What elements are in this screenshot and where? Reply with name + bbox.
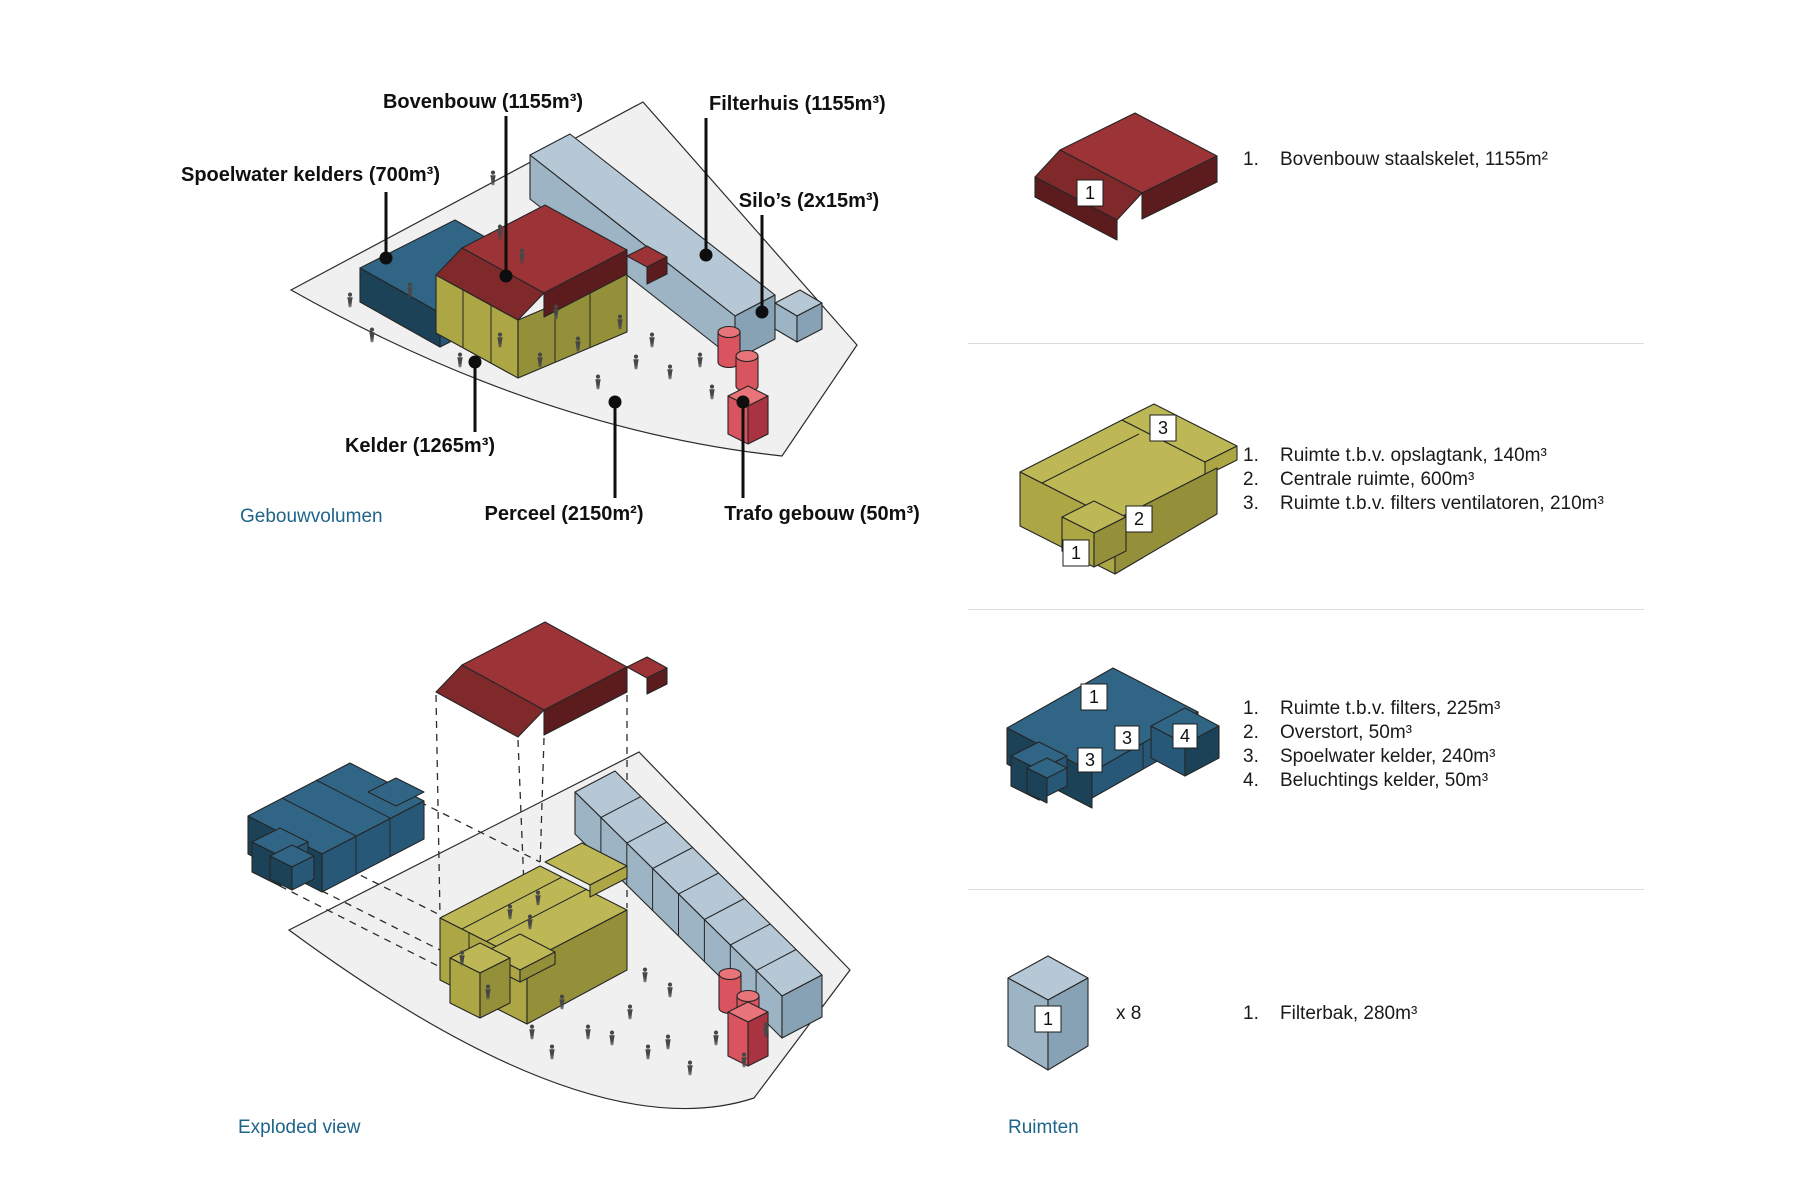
- leader-lines: [379, 116, 769, 498]
- legend-shape-bovenbouw: 1: [1034, 112, 1218, 241]
- svg-text:4: 4: [1180, 726, 1190, 746]
- label-bovenbouw: Bovenbouw (1155m³): [383, 91, 583, 113]
- svg-text:1: 1: [1089, 687, 1099, 707]
- svg-text:1: 1: [1071, 543, 1081, 563]
- svg-text:2: 2: [1134, 509, 1144, 529]
- legend-item: 1.Ruimte t.b.v. opslagtank, 140m³: [1243, 445, 1547, 466]
- legend-shape-filterbak: 1: [1007, 955, 1089, 1071]
- legend-item: 1.Ruimte t.b.v. filters, 225m³: [1243, 698, 1501, 719]
- badge-3a: 3: [1114, 725, 1140, 751]
- multiplier-x8: x 8: [1116, 1003, 1142, 1024]
- bovenbouw-roof-floating: [435, 621, 668, 738]
- label-filterhuis: Filterhuis (1155m³): [709, 93, 886, 115]
- legend-item: 3.Ruimte t.b.v. filters ventilatoren, 21…: [1243, 493, 1604, 514]
- svg-text:3: 3: [1158, 418, 1168, 438]
- label-trafo: Trafo gebouw (50m³): [724, 503, 920, 525]
- legend-item: 1.Filterbak, 280m³: [1243, 1003, 1418, 1024]
- legend-shape-blue-rooms: 1 3 3 4: [1006, 667, 1220, 809]
- badge-1: 1: [1034, 1005, 1062, 1033]
- legend-item: 3.Spoelwater kelder, 240m³: [1243, 746, 1496, 767]
- divider: [968, 343, 1644, 344]
- scene-gebouwvolumen: Bovenbouw (1155m³) Filterhuis (1155m³) S…: [181, 91, 920, 525]
- kelder-interior: [439, 842, 628, 1025]
- caption-exploded-view: Exploded view: [238, 1117, 361, 1138]
- divider: [968, 609, 1644, 610]
- badge-2: 2: [1125, 505, 1153, 533]
- divider: [968, 889, 1644, 890]
- svg-text:3: 3: [1085, 750, 1095, 770]
- bovenbouw-volume: [435, 204, 668, 321]
- svg-text:3: 3: [1122, 728, 1132, 748]
- legend-item: 4.Beluchtings kelder, 50m³: [1243, 770, 1489, 791]
- badge-1: 1: [1062, 539, 1090, 567]
- legend-item: 2.Overstort, 50m³: [1243, 722, 1412, 743]
- badge-3: 3: [1149, 414, 1177, 442]
- caption-gebouwvolumen: Gebouwvolumen: [240, 506, 383, 527]
- label-silos: Silo’s (2x15m³): [739, 190, 879, 212]
- svg-text:1: 1: [1043, 1009, 1053, 1029]
- scene-exploded-view: [247, 621, 851, 1110]
- silos-volume: [717, 325, 759, 393]
- badge-3b: 3: [1077, 747, 1103, 773]
- label-spoelwater: Spoelwater kelders (700m³): [181, 164, 440, 186]
- badge-4: 4: [1172, 723, 1198, 749]
- caption-ruimten: Ruimten: [1008, 1117, 1079, 1138]
- label-kelder: Kelder (1265m³): [345, 435, 495, 457]
- legend-item: 1.Bovenbouw staalskelet, 1155m²: [1243, 149, 1548, 170]
- legend-item: 2.Centrale ruimte, 600m³: [1243, 469, 1475, 490]
- legend-shape-kelder-rooms: 3 2 1: [1019, 403, 1238, 575]
- kelder-assembly: [247, 762, 425, 893]
- badge-1: 1: [1076, 179, 1104, 207]
- trafo-volume: [727, 1001, 769, 1067]
- trafo-volume: [727, 385, 769, 445]
- badge-1: 1: [1080, 683, 1108, 711]
- svg-text:1: 1: [1085, 183, 1095, 203]
- label-perceel: Perceel (2150m²): [485, 503, 644, 525]
